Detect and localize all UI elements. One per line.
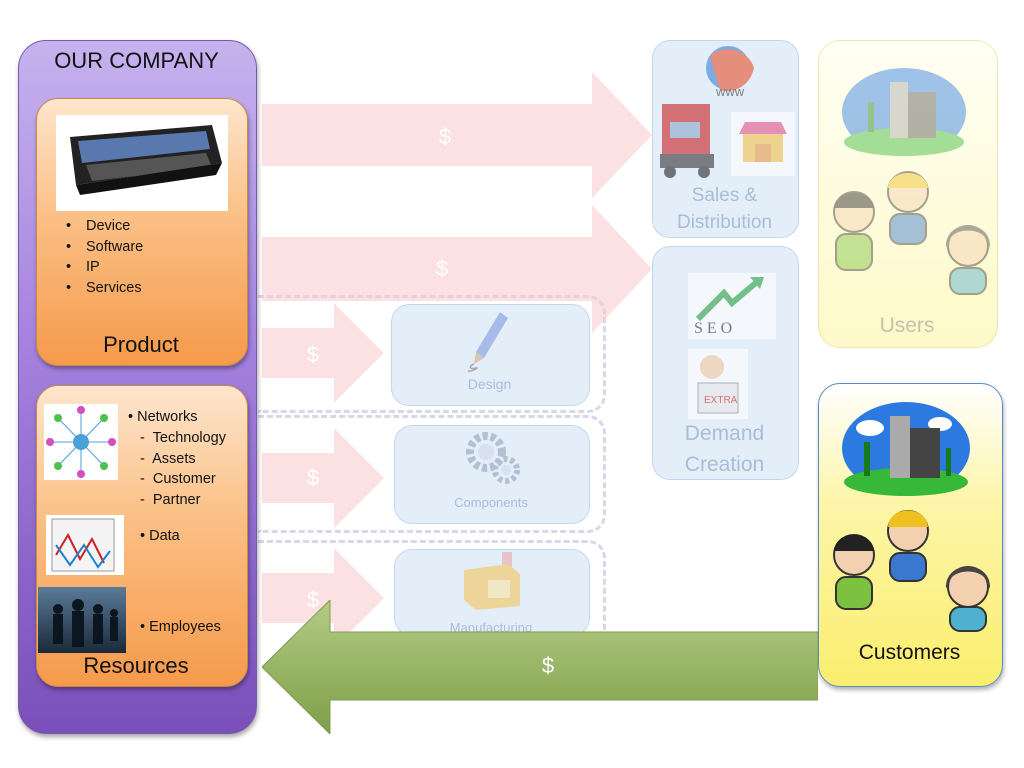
product-label: Product (103, 332, 179, 357)
network-diagram-image (44, 404, 118, 480)
flow-label-manufacturing: $ (306, 587, 320, 612)
network-sub-list: - Technology - Assets - Customer - Partn… (140, 428, 226, 510)
flow-label-design: $ (306, 342, 320, 367)
list-item: - Customer (140, 471, 216, 487)
data-label: • Data (140, 528, 180, 544)
manufacturing-label: Manufacturing (449, 620, 533, 635)
list-item: - Assets (140, 450, 196, 467)
city-scene-icon (842, 402, 970, 496)
factory-box-icon (464, 552, 520, 610)
components-group-outline (258, 415, 606, 533)
list-item: IP (66, 257, 143, 278)
arrow-to-manufacturing (262, 548, 384, 648)
sales-distribution-label: Sales & Distribution (676, 185, 773, 233)
newspaper-icon: EXTRA (688, 349, 748, 419)
shop-icon (731, 112, 795, 176)
flow-label-components: $ (306, 465, 320, 490)
svg-text:S E O: S E O (694, 320, 732, 337)
delivery-truck-icon (660, 104, 714, 178)
arrow-to-design (262, 303, 384, 403)
gears-icon (466, 432, 520, 484)
svg-text:www: www (715, 84, 745, 99)
data-chart-image (46, 515, 124, 575)
resources-label: Resources (83, 653, 189, 678)
employees-image (38, 587, 126, 653)
users-label: Users (879, 314, 935, 337)
list-item: Services (66, 278, 143, 299)
arrow-from-customers (262, 600, 818, 734)
svg-text:EXTRA: EXTRA (704, 395, 738, 406)
pencil-icon (467, 312, 508, 372)
arrow-to-components (262, 428, 384, 528)
seo-icon: S E O (688, 273, 776, 339)
flow-label-customers: $ (541, 653, 555, 678)
product-bullet-list: Device Software IP Services (66, 216, 143, 298)
design-tile (391, 304, 590, 406)
our-company-title: OUR COMPANY (54, 48, 219, 73)
users-box (818, 40, 998, 348)
city-scene-icon (842, 68, 966, 156)
list-item: - Technology (140, 430, 226, 446)
list-item: Software (66, 237, 143, 258)
arrow-to-demand (262, 205, 652, 333)
flow-label-demand: $ (435, 256, 449, 281)
tablet-image (56, 115, 228, 211)
manufacturing-group-outline (258, 540, 606, 643)
demand-creation-label: Demand Creation (684, 422, 765, 476)
employees-label: • Employees (140, 619, 221, 635)
list-item: Device (66, 216, 143, 237)
user-person-icon (833, 171, 991, 295)
arrow-to-sales (262, 72, 652, 198)
networks-label: • Networks (128, 409, 198, 425)
flow-label-sales: $ (438, 124, 452, 149)
customer-person-icon (833, 510, 991, 632)
components-tile (394, 425, 590, 524)
design-label: Design (467, 376, 512, 392)
list-item: - Partner (140, 491, 201, 508)
customers-label: Customers (858, 641, 961, 664)
internet-browser-icon: www (706, 46, 754, 99)
components-label: Components (454, 495, 528, 510)
